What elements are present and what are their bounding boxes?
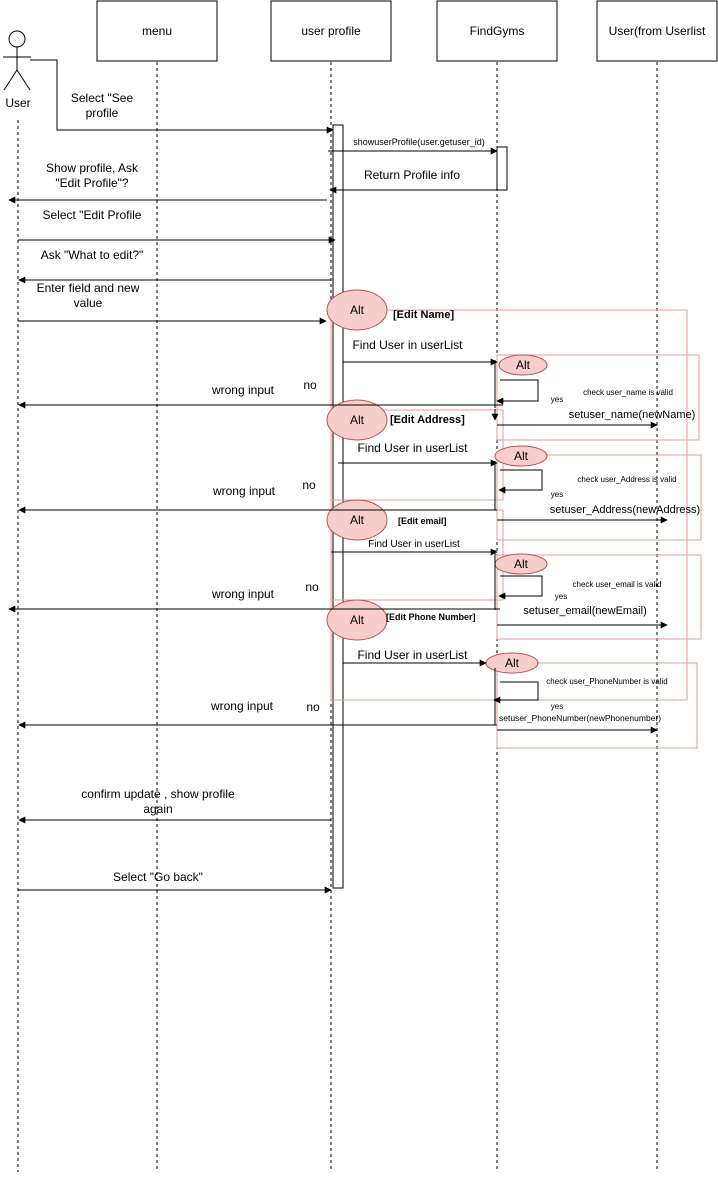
msg-self-check-phone-arrow [493,681,539,704]
yes-phone-label: yes [550,702,564,711]
msg-return-profile-label: Return Profile info [363,168,461,182]
alt-label-phone: Alt [349,613,364,627]
msg-ask-what-to-edit-label: Ask "What to edit?" [40,248,144,262]
guard-edit-address: [Edit Address] [390,414,465,426]
yes-name-label: yes [550,395,564,404]
user-actor-label: User [5,96,31,110]
yes-address-label: yes [550,490,564,499]
yes-email-label: yes [554,592,568,601]
profile-box [270,0,392,62]
findgyms-box [436,0,558,62]
guard-edit-email: [Edit email] [398,516,447,526]
profile-actor-label: user profile [301,24,361,38]
check-name-label: check user_name is valid [583,388,673,397]
no-email-label: no [305,580,319,594]
menu-box [96,0,218,62]
setuser-address-label: setuser_Address(newAddress) [549,504,701,516]
menu-actor-label: menu [141,24,173,38]
msg-self-check-name-arrow [496,379,539,405]
userlist-actor-label: User(from Userlist [608,24,706,38]
msg-select-see-profile-label: Select "See profile [70,91,134,120]
check-address-label: check user_Address is valid [577,475,677,484]
setuser-name-label: setuser_name(newName) [568,409,696,421]
find-user-phone-label: Find User in userList [357,648,468,662]
msg-confirm-update-label: confirm update , show profile again [81,787,235,816]
no-phone-label: no [306,700,320,714]
alt-label-email: Alt [349,513,364,527]
msg-self-check-email-arrow [498,575,543,600]
guard-edit-name: [Edit Name] [393,309,455,321]
find-user-name-label: Find User in userList [352,338,463,352]
alt-label-name-check: Alt [515,358,530,372]
check-phone-label: check user_PhoneNumber is valid [546,677,668,686]
findgyms-activation [496,146,508,191]
msg-self-check-address-arrow [498,469,543,494]
find-user-email-label: Find User in userList [368,539,460,550]
alt-oval-phone [326,599,388,641]
user-actor-icon [3,30,31,91]
no-address-label: no [302,478,316,492]
wrong-input-address-label: wrong input [212,484,276,498]
email-check-fragment [496,554,702,640]
address-check-fragment [496,454,702,541]
no-name-label: no [303,378,317,392]
phone-check-fragment [496,662,698,749]
wrong-input-phone-label: wrong input [210,699,274,713]
alt-label-address-check: Alt [513,449,528,463]
alt-label-phone-check: Alt [504,656,519,670]
alt-oval-address [326,399,388,441]
find-user-address-label: Find User in userList [357,441,468,455]
msg-go-back-label: Select "Go back" [113,870,203,884]
alt-oval-address-check [494,445,548,467]
msg-enter-field-label: Enter field and new value [36,281,140,310]
findgyms-actor-label: FindGyms [469,24,525,38]
userlist-box [596,0,718,62]
setuser-phone-label: setuser_PhoneNumber(newPhonenumber) [499,713,662,723]
check-email-label: check user_email is valid [572,580,662,589]
msg-show-profile-label: Show profile, Ask "Edit Profile"? [45,161,139,190]
alt-oval-name-check [498,354,548,376]
msg-select-edit-profile-label: Select "Edit Profile [42,208,142,222]
guard-edit-phone: [Edit Phone Number] [386,612,476,622]
alt-oval-name [326,289,388,331]
wrong-input-email-label: wrong input [211,587,275,601]
alt-label-email-check: Alt [513,557,528,571]
msg-showuserprofile-label: showuserProfile(user.getuser_id) [353,137,485,147]
wrong-input-name-label: wrong input [211,383,275,397]
alt-label-address: Alt [349,413,364,427]
setuser-email-label: setuser_email(newEmail) [523,605,647,617]
msg-select-see-profile-arrow [30,59,334,134]
alt-label-name: Alt [349,303,364,317]
